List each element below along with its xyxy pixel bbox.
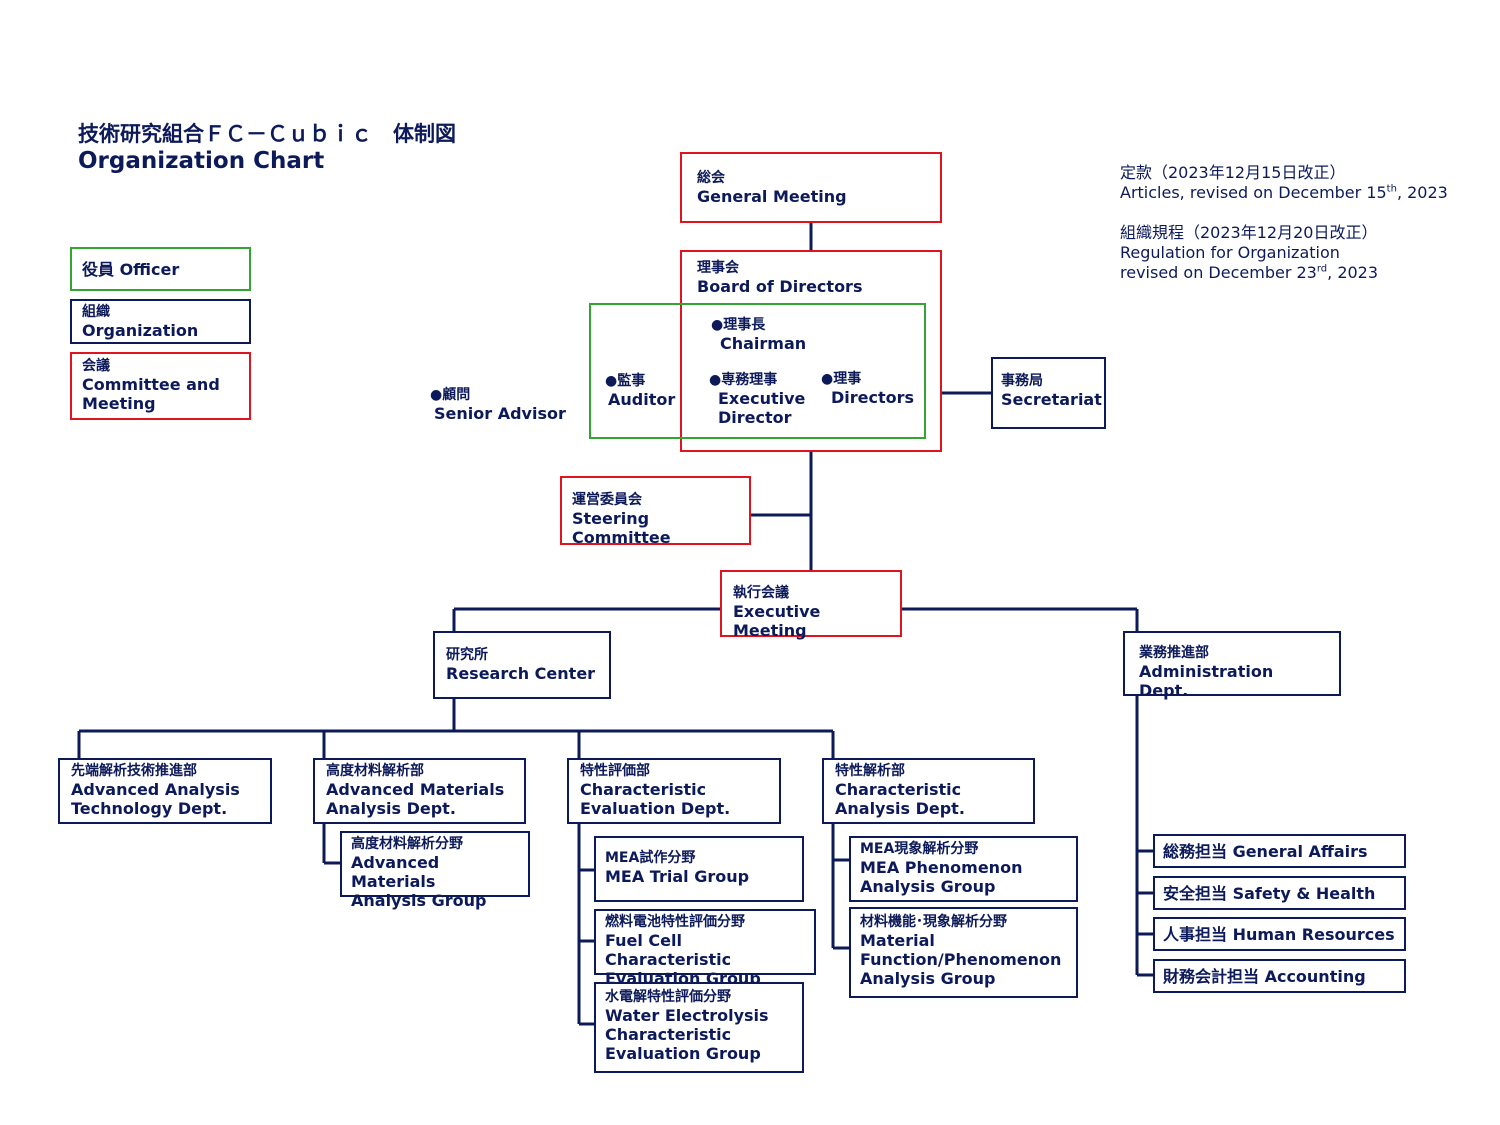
articles-jp: 定款（2023年12月15日改正） [1120,163,1346,182]
water-electrolysis-group-box: 水電解特性評価分野 Water Electrolysis Characteris… [594,982,804,1073]
research-center-box: 研究所 Research Center [433,631,611,699]
revision-notes: 定款（2023年12月15日改正） Articles, revised on D… [1120,163,1448,283]
regulation-en-2: revised on December 23rd, 2023 [1120,263,1379,282]
legend-meeting: 会議 Committee and Meeting [70,352,251,420]
general-affairs-box: 総務担当 General Affairs [1153,834,1406,868]
title-jp: 技術研究組合ＦＣ－Ｃｕｂｉｃ 体制図 [78,122,456,146]
fuel-cell-group-box: 燃料電池特性評価分野 Fuel Cell Characteristic Eval… [594,909,816,988]
regulation-en-1: Regulation for Organization [1120,243,1340,262]
safety-health-box: 安全担当 Safety & Health [1153,876,1406,910]
executive-director: ●専務理事 Executive Director [709,372,806,427]
officer-group-box [589,303,926,439]
steering-committee-box: 運営委員会 Steering Committee [560,476,751,547]
general-meeting-box: 総会 General Meeting [680,152,942,223]
secretariat-box: 事務局 Secretariat [991,357,1106,429]
mea-phenomenon-group-box: MEA現象解析分野 MEA Phenomenon Analysis Group [849,836,1078,902]
administration-dept-box: 業務推進部 Administration Dept. [1123,631,1341,700]
regulation-jp: 組織規程（2023年12月20日改正） [1120,223,1378,242]
characteristic-analysis-dept-box: 特性解析部 Characteristic Analysis Dept. [822,758,1035,824]
mea-trial-group-box: MEA試作分野 MEA Trial Group [594,836,804,902]
senior-advisor: ●顧問 Senior Advisor [430,387,566,423]
chart-title: 技術研究組合ＦＣ－Ｃｕｂｉｃ 体制図 Organization Chart [78,118,456,174]
characteristic-evaluation-dept-box: 特性評価部 Characteristic Evaluation Dept. [567,758,781,824]
directors: ●理事 Directors [821,371,915,407]
accounting-box: 財務会計担当 Accounting [1153,959,1406,993]
chairman: ●理事長 Chairman [711,317,807,353]
board-of-directors-box: 理事会 Board of Directors [680,250,942,452]
human-resources-box: 人事担当 Human Resources [1153,917,1406,951]
advanced-materials-group-box: 高度材料解析分野 Advanced Materials Analysis Gro… [340,831,530,910]
legend-organization: 組織 Organization [70,299,251,344]
advanced-materials-dept-box: 高度材料解析部 Advanced Materials Analysis Dept… [313,758,526,824]
auditor: ●監事 Auditor [605,373,676,409]
advanced-analysis-dept-box: 先端解析技術推進部 Advanced Analysis Technology D… [58,758,272,824]
material-function-group-box: 材料機能･現象解析分野 Material Function/Phenomenon… [849,907,1078,998]
title-en: Organization Chart [78,148,325,174]
executive-meeting-box: 執行会議 Executive Meeting [720,570,902,640]
legend-officer: 役員 Officer [70,247,251,291]
articles-en: Articles, revised on December 15th, 2023 [1120,183,1448,202]
